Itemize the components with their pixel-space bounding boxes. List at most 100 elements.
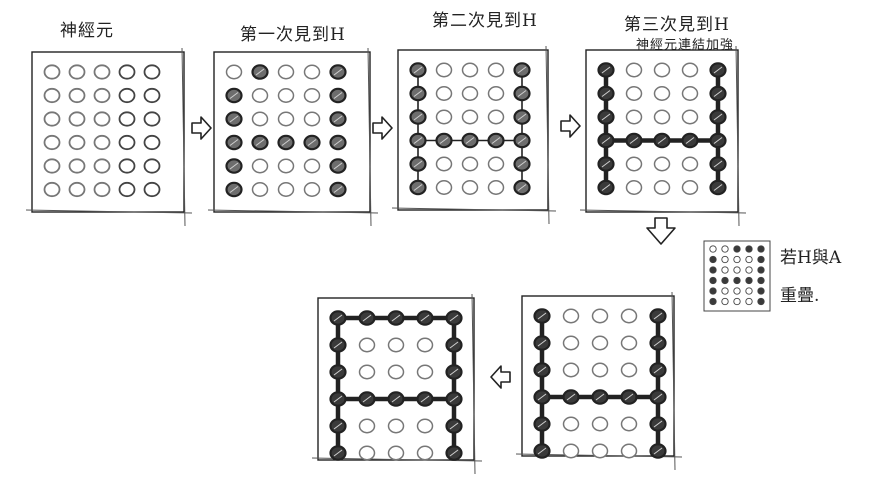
hatch-mark — [413, 66, 423, 74]
neuron — [43, 111, 61, 127]
hatch-mark — [391, 395, 401, 403]
neuron — [93, 87, 111, 104]
neuron — [251, 111, 269, 127]
neuron — [143, 134, 161, 151]
neuron — [620, 443, 638, 459]
hatch-mark — [601, 137, 611, 144]
arrow-right-3 — [560, 114, 581, 138]
neuron — [653, 62, 671, 78]
hatch-mark — [362, 395, 372, 403]
mini-neuron — [745, 297, 753, 306]
panel-frame — [585, 49, 739, 213]
frame-overshoot — [579, 209, 747, 214]
panel-second-h — [391, 45, 557, 225]
hatch-mark — [713, 113, 723, 121]
mini-neuron — [733, 255, 741, 264]
hatch-mark — [413, 160, 423, 168]
hatch-mark — [449, 368, 459, 376]
hatch-mark — [333, 314, 343, 322]
mini-neuron — [721, 245, 729, 253]
hatch-mark — [281, 139, 291, 146]
mini-neuron — [721, 297, 729, 306]
hatch-mark — [653, 447, 663, 455]
hatch-mark — [362, 314, 372, 322]
neuron — [68, 111, 86, 127]
hatch-mark — [255, 68, 265, 76]
mini-neuron-active — [757, 255, 765, 264]
neuron — [387, 337, 405, 353]
hatch-mark — [629, 137, 639, 144]
neuron — [620, 362, 638, 378]
hatch-mark — [517, 160, 527, 168]
neuron — [461, 180, 479, 195]
neuron — [68, 134, 86, 151]
arrow-down — [646, 217, 676, 245]
neuron — [277, 88, 295, 103]
label-first-h: 第一次見到H — [240, 25, 346, 45]
hatch-mark — [653, 366, 663, 374]
neuron — [653, 156, 671, 172]
mini-neuron — [733, 287, 741, 295]
hatch-mark — [413, 113, 423, 121]
panel-first-h — [207, 47, 379, 227]
neuron — [43, 181, 61, 198]
hatch-mark — [537, 393, 547, 401]
neuron — [225, 64, 243, 80]
mini-neuron-active — [709, 255, 717, 264]
neuron — [625, 180, 643, 195]
neuron — [251, 158, 269, 174]
panel-h-reinforced — [515, 291, 683, 471]
hatch-mark — [601, 184, 611, 191]
hatch-mark — [229, 186, 239, 193]
hatch-mark — [413, 137, 423, 144]
neuron — [303, 182, 321, 197]
hatch-mark — [449, 449, 459, 457]
neuron — [277, 158, 295, 174]
hatch-mark — [229, 115, 239, 123]
neuron — [562, 416, 580, 432]
neuron — [681, 156, 699, 172]
hatch-mark — [333, 68, 343, 76]
mini-neuron-active — [709, 297, 717, 306]
neuron — [653, 180, 671, 195]
hatch-mark — [624, 393, 634, 401]
neuron — [277, 111, 295, 127]
neuron — [487, 62, 505, 78]
hatch-mark — [537, 312, 547, 320]
hatch-mark — [449, 422, 459, 430]
neuron — [277, 182, 295, 197]
mini-neuron-active — [745, 245, 753, 253]
neuron — [251, 182, 269, 197]
neuron — [68, 158, 86, 174]
neuron — [93, 181, 111, 198]
mini-neuron-active — [733, 276, 741, 285]
neuron — [653, 86, 671, 101]
hatch-mark — [517, 66, 527, 74]
neuron — [43, 134, 61, 151]
hatch-mark — [595, 393, 605, 401]
mini-neuron-active — [709, 287, 717, 295]
neuron — [93, 111, 111, 127]
mini-neuron — [745, 266, 753, 274]
mini-neuron — [733, 297, 741, 306]
neuron — [43, 64, 61, 80]
neuron — [461, 86, 479, 101]
hatch-mark — [449, 314, 459, 322]
hatch-mark — [517, 90, 527, 97]
arrow-right-2 — [372, 116, 393, 140]
panel-frame — [213, 51, 371, 213]
neuron — [625, 156, 643, 172]
mini-neuron-active — [757, 276, 765, 285]
neuron — [562, 443, 580, 459]
frame-overshoot — [207, 209, 379, 214]
neuron — [625, 109, 643, 125]
hatch-mark — [333, 422, 343, 430]
mini-neuron-active — [709, 276, 717, 285]
neuron — [118, 134, 136, 151]
neuron — [681, 86, 699, 101]
neuron — [625, 86, 643, 101]
hatch-mark — [420, 395, 430, 403]
hatch-mark — [307, 139, 317, 146]
neuron — [143, 64, 161, 80]
